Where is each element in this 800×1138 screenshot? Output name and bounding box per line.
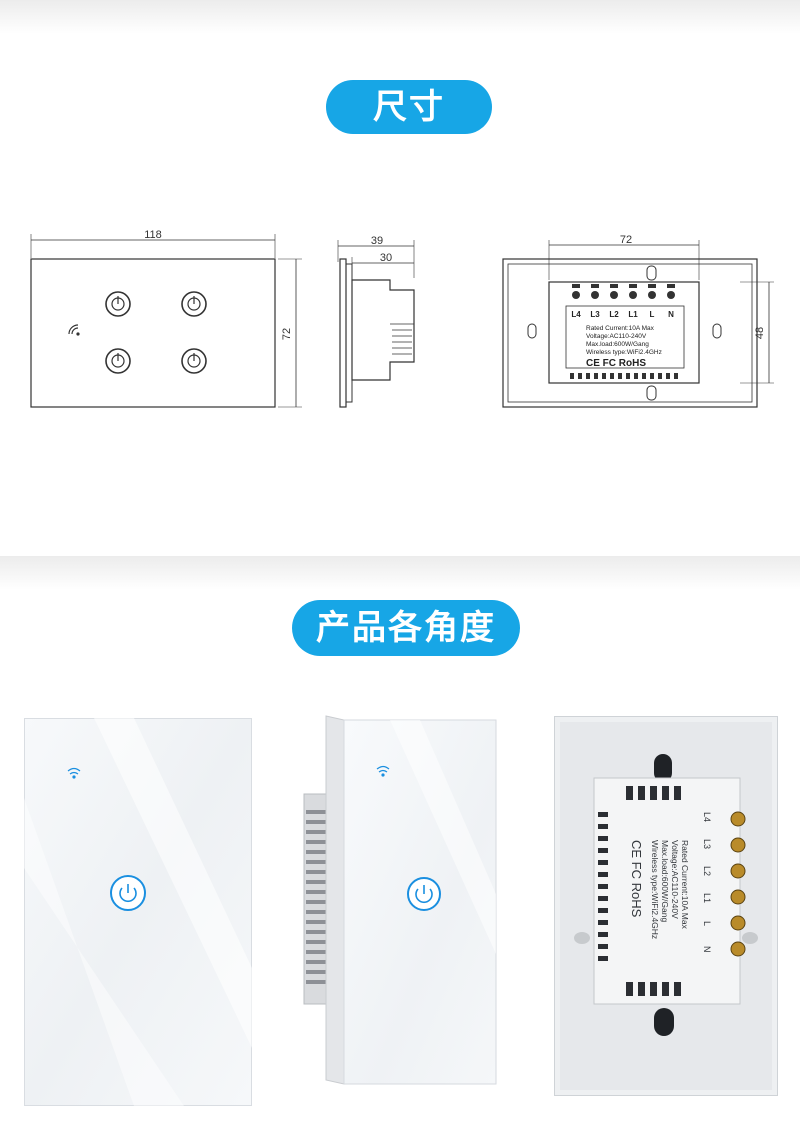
front-view-drawing <box>30 234 302 408</box>
power-icon <box>105 348 131 374</box>
power-icon[interactable] <box>110 875 146 911</box>
spec-line: Voltage:AC110-240V <box>586 333 647 340</box>
back-width-label: 72 <box>620 234 632 246</box>
terminal-screws <box>730 811 746 957</box>
back-terminals <box>570 284 678 379</box>
spec-line: Max.load:600W/Gang <box>660 840 670 922</box>
section-title-dimensions: 尺寸 <box>326 80 492 134</box>
spec-line: Voltage:AC110-240V <box>670 840 680 919</box>
terminal-label: N <box>668 310 674 319</box>
terminal-label: L1 <box>628 310 638 319</box>
power-icon <box>105 291 131 317</box>
side-depth-total-label: 39 <box>371 235 383 247</box>
certification-marks: CE FC RoHS <box>629 840 644 918</box>
product-photo-angled <box>303 715 497 1085</box>
rotated-back-label: L4 L3 L2 L1 L N Rated Current:10A Max Vo… <box>629 812 712 953</box>
spec-line: Rated Current:10A Max <box>680 840 690 930</box>
terminal-label: L3 <box>702 839 712 849</box>
side-depth-body-label: 30 <box>380 252 392 264</box>
section-divider-top <box>0 0 800 34</box>
side-vents <box>306 810 326 984</box>
side-view-drawing <box>337 240 415 408</box>
wifi-icon <box>68 324 80 336</box>
spec-line: Rated Current:10A Max <box>586 325 655 332</box>
terminal-label: L <box>702 921 712 926</box>
wifi-icon <box>67 767 81 779</box>
product-photo-front <box>24 718 252 1106</box>
terminal-label: N <box>702 946 712 953</box>
spec-line: Max.load:600W/Gang <box>586 341 649 348</box>
section-title-angles: 产品各角度 <box>292 600 520 656</box>
power-icon <box>181 291 207 317</box>
terminal-label: L2 <box>609 310 619 319</box>
section-divider-middle <box>0 556 800 590</box>
back-view-drawing <box>502 240 774 408</box>
terminal-label: L2 <box>702 866 712 876</box>
top-vents <box>626 786 681 996</box>
spec-line: Wireless type:WiFi2.4GHz <box>586 349 662 356</box>
back-height-label: 48 <box>754 327 766 339</box>
dimension-drawings: 118 72 39 30 <box>30 229 774 408</box>
terminal-label: L1 <box>702 893 712 903</box>
terminal-label: L <box>650 310 655 319</box>
terminal-label: L3 <box>590 310 600 319</box>
side-slots <box>598 812 608 961</box>
certification-marks: CE FC RoHS <box>586 358 646 369</box>
terminal-label: L4 <box>702 812 712 822</box>
wifi-icon <box>376 765 390 777</box>
product-photo-back: L4 L3 L2 L1 L N Rated Current:10A Max Vo… <box>554 716 778 1096</box>
front-height-label: 72 <box>281 328 293 340</box>
power-icon[interactable] <box>407 877 441 911</box>
power-icon <box>181 348 207 374</box>
terminal-label: L4 <box>571 310 581 319</box>
spec-line: Wireless type:WiFi2.4GHz <box>650 840 660 939</box>
front-width-label: 118 <box>144 229 162 241</box>
